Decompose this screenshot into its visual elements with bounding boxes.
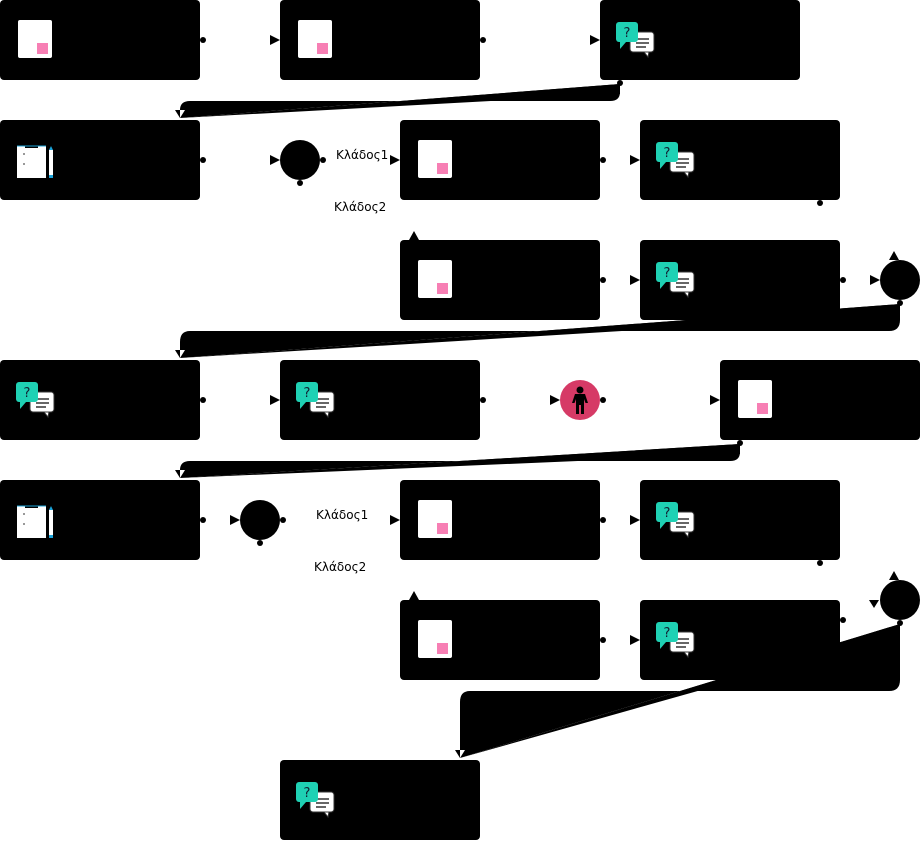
port-dot: [297, 180, 303, 186]
question-chat-icon: ?: [656, 502, 695, 538]
task-node[interactable]: ?: [280, 760, 480, 840]
port-dot: [817, 560, 823, 566]
port-dot: [840, 277, 846, 283]
arrowhead: [630, 635, 640, 645]
question-chat-icon: ?: [616, 22, 655, 58]
svg-text:?: ?: [664, 146, 671, 161]
task-node[interactable]: ?: [280, 360, 480, 440]
task-node[interactable]: ?: [640, 480, 840, 560]
port-dot: [200, 37, 206, 43]
task-node[interactable]: [0, 120, 200, 200]
document-icon: [298, 20, 332, 58]
gateway-1[interactable]: [280, 140, 320, 180]
arrowhead: [869, 600, 879, 608]
arrowhead: [270, 155, 280, 165]
document-icon: [738, 380, 772, 418]
port-dot: [200, 517, 206, 523]
arrowhead: [230, 515, 240, 525]
task-node[interactable]: [0, 480, 200, 560]
task-node[interactable]: [400, 600, 600, 680]
arrowhead: [710, 395, 720, 405]
document-icon: [418, 260, 452, 298]
question-chat-icon: ?: [16, 382, 55, 418]
task-node[interactable]: ?: [0, 360, 200, 440]
branch-label-2b: Κλάδος2: [314, 560, 367, 574]
port-dot: [600, 157, 606, 163]
wrap-connector: [175, 444, 740, 478]
arrowhead: [630, 515, 640, 525]
question-chat-icon: ?: [296, 782, 335, 818]
port-dot: [840, 617, 846, 623]
arrowhead: [270, 395, 280, 405]
clipboard-icon: [17, 144, 53, 178]
port-dot: [320, 157, 326, 163]
port-dot: [600, 277, 606, 283]
arrowhead: [409, 591, 419, 600]
port-dot: [200, 157, 206, 163]
port-dot: [480, 37, 486, 43]
document-icon: [418, 140, 452, 178]
task-node[interactable]: [400, 480, 600, 560]
svg-text:?: ?: [24, 386, 31, 401]
svg-text:?: ?: [664, 626, 671, 641]
gateway-3[interactable]: [240, 500, 280, 540]
question-chat-icon: ?: [656, 622, 695, 658]
person-icon: [572, 386, 588, 414]
wrap-connector-wedge: [180, 444, 740, 478]
svg-text:?: ?: [624, 26, 631, 41]
wrap-connector: [455, 624, 900, 758]
arrowhead: [870, 275, 880, 285]
question-chat-icon: ?: [656, 142, 695, 178]
port-dot: [257, 540, 263, 546]
arrowhead: [630, 155, 640, 165]
task-node[interactable]: ?: [600, 0, 800, 80]
task-node[interactable]: [280, 0, 480, 80]
question-chat-icon: ?: [656, 262, 695, 298]
task-node[interactable]: [720, 360, 920, 440]
document-icon: [18, 20, 52, 58]
svg-text:?: ?: [304, 786, 311, 801]
wrap-connector-wedge: [180, 84, 620, 118]
arrowhead: [390, 155, 400, 165]
arrowhead: [889, 571, 899, 580]
task-node[interactable]: ?: [640, 600, 840, 680]
svg-text:?: ?: [664, 506, 671, 521]
port-dot: [600, 517, 606, 523]
gateway-4[interactable]: [880, 580, 920, 620]
port-dot: [480, 397, 486, 403]
port-dot: [600, 637, 606, 643]
task-node[interactable]: ?: [640, 120, 840, 200]
arrowhead: [630, 275, 640, 285]
svg-text:?: ?: [304, 386, 311, 401]
port-dot: [280, 517, 286, 523]
svg-text:?: ?: [664, 266, 671, 281]
port-dot: [817, 200, 823, 206]
arrowhead: [390, 515, 400, 525]
wrap-connector: [175, 304, 900, 358]
document-icon: [418, 620, 452, 658]
arrowhead: [270, 35, 280, 45]
branch-label-1: Κλάδος1: [336, 148, 389, 162]
task-node[interactable]: [400, 240, 600, 320]
gateway-2[interactable]: [880, 260, 920, 300]
port-dot: [600, 397, 606, 403]
clipboard-icon: [17, 504, 53, 538]
task-node[interactable]: [400, 120, 600, 200]
branch-label-1b: Κλάδος1: [316, 508, 369, 522]
arrowhead: [409, 231, 419, 240]
person-event[interactable]: [560, 380, 600, 420]
task-node[interactable]: ?: [640, 240, 840, 320]
arrowhead: [550, 395, 560, 405]
wrap-connector: [175, 84, 620, 118]
question-chat-icon: ?: [296, 382, 335, 418]
arrowhead: [889, 251, 899, 260]
branch-label-2: Κλάδος2: [334, 200, 387, 214]
port-dot: [200, 397, 206, 403]
document-icon: [418, 500, 452, 538]
arrowhead: [590, 35, 600, 45]
task-node[interactable]: [0, 0, 200, 80]
